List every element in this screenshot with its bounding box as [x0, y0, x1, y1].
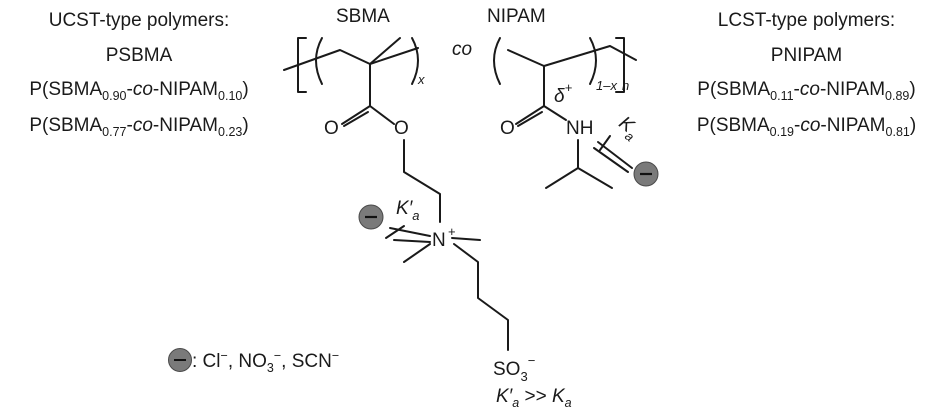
formula-text: co	[132, 79, 153, 100]
formula-text: PNIPAM	[770, 44, 843, 66]
delta-plus: δ+	[554, 80, 573, 107]
subscript-text: 0.89	[885, 89, 910, 103]
backbone-nipam	[507, 45, 637, 67]
ka-label: Ka	[612, 112, 643, 144]
legend-text: : Cl−, NO3−, SCN−	[192, 348, 340, 376]
methyl-bond	[369, 37, 401, 65]
left-paren-nipam	[493, 37, 501, 85]
formula-text: PSBMA	[105, 44, 173, 66]
amide-oxygen: O	[500, 118, 515, 139]
formula-text: , SCN	[281, 351, 332, 373]
subscript-text: 0.11	[770, 89, 794, 103]
formula-text: co	[799, 79, 820, 100]
formula-text: -NIPAM	[820, 114, 886, 136]
formula-text: co	[132, 114, 153, 136]
polymer-name: P(SBMA0.90-co-NIPAM0.10)	[0, 73, 278, 109]
formula-text: P(SBMA	[29, 114, 103, 136]
superscript-text: −	[220, 348, 228, 363]
polymer-name: PNIPAM	[668, 39, 945, 74]
ester-oxygen-bond	[369, 105, 395, 125]
n-methyl-1	[451, 237, 481, 241]
quaternary-nitrogen: N	[432, 230, 446, 251]
formula-text: co	[800, 114, 821, 136]
left-paren-sbma	[315, 37, 323, 85]
amide-carbonyl-bond	[515, 105, 545, 127]
sulfonate-group: SO3−	[493, 353, 535, 384]
formula-text: -	[793, 79, 800, 100]
formula-text: -NIPAM	[152, 114, 219, 136]
subscript-text: 0.81	[885, 124, 910, 139]
monomer-label-sbma: SBMA	[336, 6, 390, 27]
ethylene-linker	[403, 139, 441, 223]
polymer-name: P(SBMA0.11-co-NIPAM0.89)	[668, 73, 945, 109]
lcst-title: LCST-type polymers:	[717, 10, 896, 31]
subscript-text: 0.23	[218, 124, 243, 139]
subscript-n: n	[622, 78, 629, 93]
formula-text: : Cl	[192, 351, 221, 373]
isopropyl-group	[545, 139, 613, 189]
ucst-title: UCST-type polymers:	[48, 10, 230, 31]
subscript-text: 0.90	[102, 89, 127, 103]
binding-constant-relation: K′a >> Ka	[496, 386, 572, 410]
monomer-label-nipam: NIPAM	[487, 6, 546, 27]
formula-text: -	[794, 114, 801, 136]
amide-nh: NH	[566, 118, 593, 139]
ester-oxygen: O	[394, 118, 409, 139]
formula-text: )	[909, 114, 917, 136]
equilibrium-arrow-ka	[593, 135, 633, 173]
sulfopropyl-chain	[453, 243, 509, 351]
amide-n-bond	[543, 105, 567, 121]
polymer-name: P(SBMA0.19-co-NIPAM0.81)	[668, 109, 945, 145]
right-paren-nipam	[589, 37, 597, 85]
ester-carbonyl-bond	[341, 105, 371, 127]
formula-text: )	[909, 79, 916, 100]
polymer-name: P(SBMA0.77-co-NIPAM0.23)	[0, 109, 278, 145]
equilibrium-arrow-ka-prime	[385, 225, 431, 243]
subscript-x: x	[417, 72, 425, 87]
n-methyl-2	[403, 243, 431, 263]
formula-text: , NO	[227, 351, 267, 373]
ka-prime-label: K′a	[396, 198, 419, 223]
formula-text: )	[242, 114, 249, 136]
formula-text: -NIPAM	[819, 79, 886, 100]
anion-legend: : Cl−, NO3−, SCN−	[168, 348, 340, 376]
formula-text: )	[242, 79, 249, 100]
subscript-text: 0.10	[218, 89, 243, 103]
formula-text: P(SBMA	[29, 79, 103, 100]
subscript-1-minus-x: 1–x	[596, 78, 617, 93]
subscript-text: 0.19	[769, 124, 795, 139]
formula-text: P(SBMA	[697, 79, 771, 100]
formula-text: P(SBMA	[696, 114, 770, 136]
formula-text: -NIPAM	[152, 79, 219, 100]
ester-oxygen-carbonyl: O	[324, 118, 339, 139]
subscript-text: 0.77	[102, 124, 127, 139]
superscript-text: −	[331, 348, 340, 363]
backbone-sbma	[283, 47, 419, 71]
formula-text: -	[126, 114, 133, 136]
superscript-text: −	[273, 348, 282, 363]
formula-text: -	[126, 79, 133, 100]
co-label: co	[452, 39, 472, 60]
subscript-text: 3	[266, 361, 274, 376]
right-paren-sbma	[411, 37, 419, 85]
right-square-bracket	[615, 37, 625, 93]
anion-icon	[168, 348, 192, 372]
nitrogen-charge: +	[448, 224, 456, 239]
polymer-name: PSBMA	[0, 39, 278, 74]
